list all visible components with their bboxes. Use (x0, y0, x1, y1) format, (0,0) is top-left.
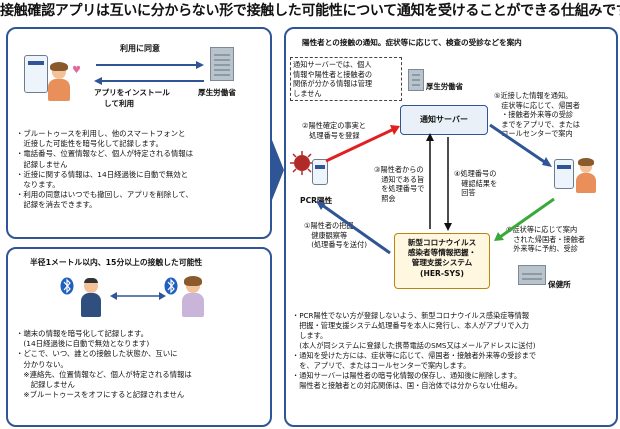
panel-contact: 半径1メートル以内、15分以上の接触した可能性 ・端末の情報を暗号化して記録しま… (6, 247, 272, 427)
smartphone-icon (312, 159, 328, 185)
consent-bullet: ・電話番号、位置情報など、個人が特定される情報は (16, 149, 194, 159)
man-body-icon (81, 293, 101, 317)
step1-line: (処理番号を送付) (304, 240, 368, 250)
notification-server-label: 通知サーバー (420, 115, 468, 124)
notification-bullet: ・通知を受けた方には、症状等に応じて、帰国者・接触者外来等の受診まで (292, 351, 537, 360)
notification-server-box: 通知サーバー (400, 105, 488, 135)
step5-text: ⑤近接した情報を通知。 症状等に応じて、帰国者 ・接触者外来等の受診 までをアプ… (494, 91, 580, 139)
server-note-line: しません (293, 88, 322, 98)
server-note-line: 情報や陽性者と接触者の (293, 69, 373, 79)
contact-bullet: (14日経過後に自動で無効となります) (16, 339, 150, 349)
notification-bullet: を、アプリで、またはコールセンターで案内します。 (292, 361, 471, 370)
contact-bullet: ※ブルートゥースをオフにすると記録されません (16, 390, 185, 400)
health-center-building-icon (518, 265, 546, 285)
step6-text: ⑥症状等に応じて案内 された帰国者・接触者 外来等に予約、受診 (506, 225, 585, 254)
step3-text: ③陽性者からの 通知である旨 を処理番号で 照会 (374, 165, 424, 203)
consent-bullet: 記録を消去できます。 (16, 200, 97, 210)
consent-bullet: ・利用の同意はいつでも撤回し、アプリを削除して、 (16, 190, 193, 200)
page-title: 接触確認アプリは互いに分からない形で接触した可能性について通知を受けることができ… (0, 3, 620, 19)
pcr-label: PCR陽性 (300, 196, 333, 205)
consent-arrows (94, 61, 204, 85)
flow-arrow-icon (270, 135, 284, 205)
mhlw-label: 厚生労働省 (426, 82, 463, 91)
contact-bullet: 分かりない。 (16, 359, 68, 369)
woman-hair-icon (184, 276, 202, 286)
notification-bullet: ・通知サーバーは陽性者の暗号化情報の保存し、通知後に削除します。 (292, 371, 522, 380)
step6-line: 外来等に予約、受診 (506, 244, 578, 254)
mhlw-label: 厚生労働省 (198, 88, 236, 97)
server-note-line: 関係が分かる情報は管理 (293, 79, 373, 89)
virus-icon (290, 151, 314, 175)
health-center-label: 保健所 (548, 280, 571, 289)
contact-bullets: ・端末の情報を暗号化して記録します。 (14日経過後に自動で無効となります) ・… (16, 329, 266, 400)
contact-heading: 半径1メートル以内、15分以上の接触した可能性 (30, 258, 203, 267)
step5-line: ⑤近接した情報を通知。 (494, 91, 573, 100)
panel-consent: ♥ 利用に同意 厚生労働省 アプリをインストール して利用 ・ブルートゥースを利… (6, 27, 272, 239)
person-body-icon (48, 79, 70, 101)
step2-line: ②陽性確定の事実と (302, 121, 366, 130)
step2-line: 処理番号を登録 (302, 130, 360, 140)
smartphone-icon (24, 55, 48, 93)
step2-text: ②陽性確定の事実と 処理番号を登録 (302, 121, 366, 140)
step4-line: 回答 (454, 188, 476, 198)
step3-line: 照会 (374, 193, 396, 203)
step5-line: 症状等に応じて、帰国者 (494, 100, 580, 110)
contact-bullet: ※連絡先、位置情報など、個人が特定される情報は (16, 369, 192, 379)
notification-bullet: ・PCR陽性でない方が登録しないよう、新型コロナウイルス感染症等情報 (292, 311, 530, 320)
install-label-1: アプリをインストール (94, 88, 170, 97)
contact-bullet: ・どこで、いつ、誰との接触した状態か、互いに (16, 349, 178, 359)
step1-line: ①陽性者の把握、 (304, 221, 361, 230)
consent-bullet: 近接した可能性を暗号化して記録します。 (16, 139, 163, 149)
hersys-line: 感染者等情報把握・ (407, 248, 477, 258)
step5-line: コールセンターで案内 (494, 129, 573, 139)
consent-bullet: 記録しません (16, 159, 68, 169)
notification-bullet: (本人が同システムに登録した携帯電話のSMS又はメールアドレスに送付) (292, 341, 536, 350)
server-note-line: 通知サーバーでは、個人 (293, 60, 372, 69)
contact-bullet: ・端末の情報を暗号化して記録します。 (16, 329, 149, 338)
hersys-line: (HER-SYS) (420, 268, 464, 278)
step4-line: ④処理番号の (454, 169, 497, 178)
person-body-icon (576, 173, 596, 193)
consent-bullets: ・ブルートゥースを利用し、他のスマートフォンと 近接した可能性を暗号化して記録し… (16, 129, 266, 211)
hersys-line: 新型コロナウイルス (407, 238, 477, 247)
hersys-line: 管理支援システム (411, 258, 473, 268)
consent-bullet: ・近接に関する情報は、14日経過後に自動で無効と (16, 169, 189, 179)
man-hair-icon (84, 278, 98, 283)
install-label-2: して利用 (104, 99, 135, 108)
distance-arrow (110, 292, 166, 300)
contact-bullet: 記録しません (16, 380, 75, 390)
step4-line: 確認結果を (454, 178, 498, 188)
smartphone-icon (554, 159, 574, 189)
notification-bullet: します。 (292, 331, 328, 340)
step6-line: ⑥症状等に応じて案内 (506, 225, 578, 234)
notification-bullet: 把握・管理支援システム処理番号を本人に発行し、本人がアプリで入力 (292, 321, 529, 330)
woman-body-icon (182, 293, 204, 317)
server-note: 通知サーバーでは、個人 情報や陽性者と接触者の 関係が分かる情報は管理 しません (290, 57, 402, 102)
consent-bullet: なります。 (16, 180, 60, 190)
person-hair-icon (50, 62, 68, 71)
bluetooth-icon (164, 277, 178, 295)
step3-line: を処理番号で (374, 184, 425, 194)
person-hair-icon (578, 158, 594, 166)
flow-arrows (316, 123, 555, 255)
notification-bullets: ・PCR陽性でない方が登録しないよう、新型コロナウイルス感染症等情報 把握・管理… (292, 311, 612, 391)
hersys-box: 新型コロナウイルス 感染者等情報把握・ 管理支援システム (HER-SYS) (394, 233, 490, 289)
mhlw-building-icon (210, 47, 234, 81)
consent-bullet: ・ブルートゥースを利用し、他のスマートフォンと (16, 129, 186, 138)
step3-line: 通知である旨 (374, 174, 425, 184)
step5-line: までをアプリで、または (494, 119, 580, 129)
mhlw-building-icon (408, 69, 424, 91)
panel-notification: 陽性者との接触の通知。症状等に応じて、検査の受診などを案内 通知サーバーでは、個… (284, 27, 618, 427)
consent-label: 利用に同意 (120, 44, 160, 53)
step1-text: ①陽性者の把握、 健康観察等 (処理番号を送付) (304, 221, 367, 250)
notification-bullet: 陽性者と接触者との対応関係は、国・自治体では分からない仕組み。 (292, 381, 522, 390)
step4-text: ④処理番号の 確認結果を 回答 (454, 169, 497, 198)
notification-heading: 陽性者との接触の通知。症状等に応じて、検査の受診などを案内 (302, 38, 522, 47)
bluetooth-icon (60, 277, 74, 295)
step3-line: ③陽性者からの (374, 165, 424, 174)
heart-icon: ♥ (72, 65, 81, 76)
step6-line: された帰国者・接触者 (506, 234, 586, 244)
step5-line: ・接触者外来等の受診 (494, 110, 574, 120)
step1-line: 健康観察等 (304, 230, 348, 240)
